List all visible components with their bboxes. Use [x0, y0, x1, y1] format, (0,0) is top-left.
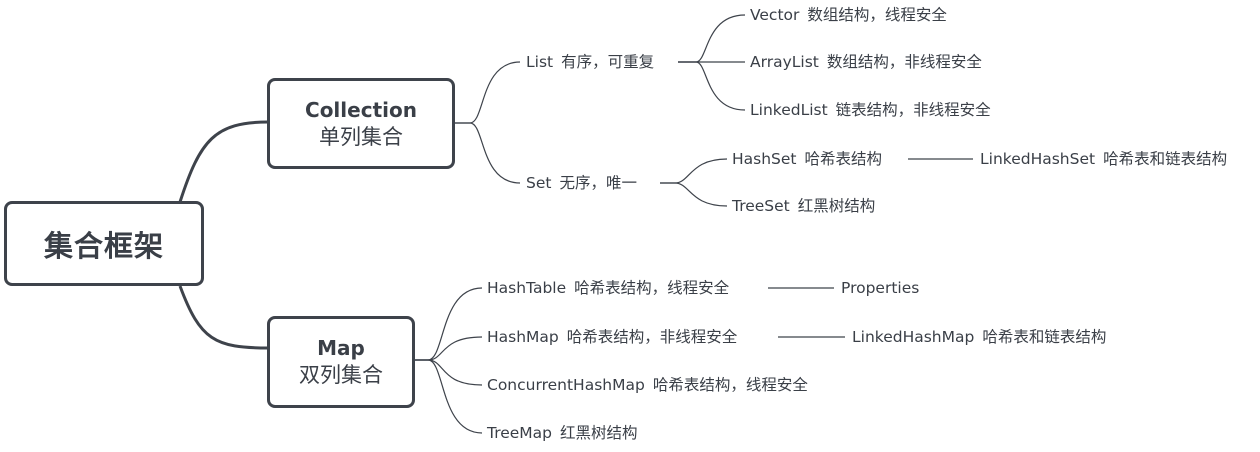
hashmap-node[interactable]: HashMap 哈希表结构，非线程安全	[487, 327, 737, 347]
treeset-desc: 红黑树结构	[797, 197, 876, 215]
map-subtitle: 双列集合	[299, 363, 383, 387]
treeset-node[interactable]: TreeSet 红黑树结构	[732, 196, 875, 216]
hashtable-node[interactable]: HashTable 哈希表结构，线程安全	[487, 278, 729, 298]
collection-node[interactable]: Collection 单列集合	[267, 78, 455, 169]
edge-set-treeset	[660, 182, 728, 207]
edge-list-vector	[678, 14, 746, 63]
edge-map-concurrenthashmap	[415, 359, 483, 386]
treeset-name: TreeSet	[732, 197, 790, 215]
properties-name: Properties	[841, 279, 920, 297]
linkedhashset-name: LinkedHashSet	[980, 150, 1096, 168]
linkedlist-desc: 链表结构，非线程安全	[835, 101, 991, 119]
edge-collection-list	[455, 61, 521, 124]
linkedhashmap-name: LinkedHashMap	[852, 328, 975, 346]
collection-subtitle: 单列集合	[319, 124, 403, 149]
edge-list-linkedlist	[678, 61, 746, 111]
edge-collection-set	[455, 122, 521, 184]
treemap-name: TreeMap	[487, 424, 553, 442]
edge-map-hashmap	[415, 336, 483, 361]
concurrenthashmap-node[interactable]: ConcurrentHashMap 哈希表结构，线程安全	[487, 375, 808, 395]
concurrenthashmap-name: ConcurrentHashMap	[487, 376, 645, 394]
map-title: Map	[317, 336, 365, 360]
linkedhashset-node[interactable]: LinkedHashSet 哈希表和链表结构	[980, 149, 1227, 169]
vector-node[interactable]: Vector 数组结构，线程安全	[750, 5, 947, 25]
edge-root-map	[178, 285, 269, 350]
concurrenthashmap-desc: 哈希表结构，线程安全	[652, 376, 808, 394]
list-desc: 有序，可重复	[561, 53, 655, 71]
hashset-desc: 哈希表结构	[804, 150, 883, 168]
properties-node[interactable]: Properties	[841, 278, 919, 298]
hashtable-name: HashTable	[487, 279, 567, 297]
arraylist-desc: 数组结构，非线程安全	[826, 53, 982, 71]
collection-title: Collection	[305, 97, 417, 122]
treemap-node[interactable]: TreeMap 红黑树结构	[487, 423, 638, 443]
treemap-desc: 红黑树结构	[560, 424, 638, 442]
linkedhashmap-desc: 哈希表和链表结构	[982, 328, 1107, 346]
hashtable-desc: 哈希表结构，线程安全	[574, 279, 730, 297]
set-desc: 无序，唯一	[559, 174, 637, 192]
hashmap-desc: 哈希表结构，非线程安全	[566, 328, 738, 346]
linkedlist-name: LinkedList	[750, 101, 828, 119]
map-node[interactable]: Map 双列集合	[267, 316, 415, 408]
linkedhashset-desc: 哈希表和链表结构	[1103, 150, 1228, 168]
edge-root-collection	[178, 120, 269, 203]
edge-set-hashset	[660, 158, 728, 184]
hashset-node[interactable]: HashSet 哈希表结构	[732, 149, 882, 169]
arraylist-name: ArrayList	[750, 53, 819, 71]
set-name: Set	[526, 174, 552, 192]
vector-desc: 数组结构，线程安全	[807, 6, 947, 24]
linkedhashmap-node[interactable]: LinkedHashMap 哈希表和链表结构	[852, 327, 1106, 347]
hashmap-name: HashMap	[487, 328, 559, 346]
set-node[interactable]: Set 无序，唯一	[526, 173, 637, 193]
edge-map-hashtable	[415, 287, 483, 361]
vector-name: Vector	[750, 6, 800, 24]
root-node[interactable]: 集合框架	[4, 201, 204, 286]
root-label: 集合框架	[43, 228, 164, 263]
arraylist-node[interactable]: ArrayList 数组结构，非线程安全	[750, 52, 982, 72]
hashset-name: HashSet	[732, 150, 797, 168]
edge-map-treemap	[415, 359, 483, 434]
linkedlist-node[interactable]: LinkedList 链表结构，非线程安全	[750, 100, 991, 120]
list-name: List	[526, 53, 554, 71]
list-node[interactable]: List 有序，可重复	[526, 52, 654, 72]
